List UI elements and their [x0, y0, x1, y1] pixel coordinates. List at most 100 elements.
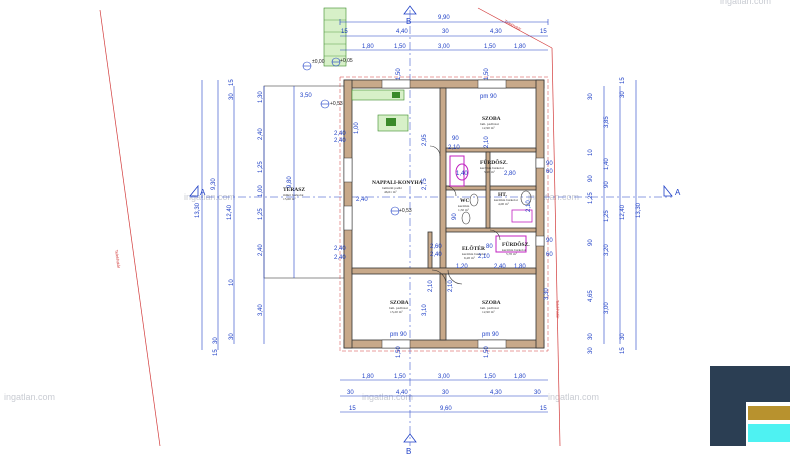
svg-text:30: 30: [588, 347, 594, 354]
level-marker: +0,53: [320, 99, 343, 109]
svg-text:2,60: 2,60: [430, 244, 442, 250]
room-ht: HT. kerámia burkolat 4,00 m²: [494, 192, 518, 207]
svg-text:1,50: 1,50: [394, 374, 406, 380]
svg-text:1,30: 1,30: [258, 91, 264, 103]
property-line-right: [477, 7, 553, 49]
svg-text:1,25: 1,25: [588, 192, 594, 204]
svg-text:2,80: 2,80: [504, 171, 516, 177]
svg-text:FÜRDÕSZ.: FÜRDÕSZ.: [502, 240, 530, 248]
svg-text:6,20 m²: 6,20 m²: [464, 256, 475, 261]
svg-text:2,95: 2,95: [422, 134, 428, 146]
svg-text:mûkõ burkolat: mûkõ burkolat: [283, 193, 304, 197]
svg-text:1,40: 1,40: [604, 158, 610, 170]
svg-text:3,00: 3,00: [438, 44, 450, 50]
room-szoba-ne: SZOBA lam. padlózat 12,90 m²: [480, 116, 501, 131]
svg-text:30: 30: [588, 93, 594, 100]
svg-text:pm 90: pm 90: [482, 332, 499, 338]
svg-text:pm 90: pm 90: [480, 94, 497, 100]
svg-text:90: 90: [604, 181, 610, 188]
level-marker: +0,53: [390, 206, 412, 216]
svg-text:SZOBA: SZOBA: [482, 300, 501, 306]
svg-text:2,40: 2,40: [258, 128, 264, 140]
svg-text:30: 30: [620, 333, 626, 340]
svg-text:±0,00: ±0,00: [312, 59, 325, 65]
watermark: ingatlan.com: [548, 392, 599, 402]
svg-text:30: 30: [347, 390, 354, 396]
svg-text:30: 30: [534, 390, 541, 396]
svg-text:90: 90: [588, 239, 594, 246]
svg-text:A: A: [200, 188, 206, 197]
level-marker: +0,05: [331, 57, 353, 67]
dim-chain-top: 9,90 15 4,40 30 4,30 15 1,80 1,50 3,00 1…: [339, 15, 549, 51]
svg-text:15: 15: [540, 406, 547, 412]
svg-text:kerámia: kerámia: [458, 204, 470, 208]
svg-text:1,50: 1,50: [484, 44, 496, 50]
svg-text:90: 90: [452, 136, 459, 142]
steps-lines: [324, 19, 346, 57]
level-marker: ±0,00: [302, 59, 325, 71]
section-marker-b-top: B: [403, 5, 417, 26]
property-line-left: [99, 9, 161, 447]
svg-text:1,50 m²: 1,50 m²: [458, 208, 469, 213]
svg-text:9,90: 9,90: [438, 15, 450, 21]
svg-text:lam. padlózat: lam. padlózat: [480, 122, 499, 126]
svg-text:10: 10: [588, 149, 594, 156]
svg-text:30: 30: [442, 390, 449, 396]
svg-text:kerámia burkolat: kerámia burkolat: [502, 248, 526, 252]
svg-text:1,80: 1,80: [362, 44, 374, 50]
svg-text:SZOBA: SZOBA: [390, 300, 409, 306]
svg-text:3,00: 3,00: [604, 302, 610, 314]
svg-text:3,30: 3,30: [544, 288, 550, 300]
watermark: ingatlan.com: [362, 392, 413, 402]
svg-text:15: 15: [620, 77, 626, 84]
windows: [343, 79, 545, 349]
watermark: ingatlan.com: [720, 0, 771, 6]
svg-text:1,40: 1,40: [456, 171, 468, 177]
svg-text:1,00: 1,00: [258, 185, 264, 197]
svg-text:2,40: 2,40: [334, 131, 346, 137]
svg-text:15: 15: [229, 79, 235, 86]
svg-text:30: 30: [588, 333, 594, 340]
svg-text:ELÕTÉR: ELÕTÉR: [462, 244, 486, 252]
svg-text:3,85: 3,85: [604, 116, 610, 128]
svg-text:WC: WC: [460, 198, 470, 204]
svg-text:2,75: 2,75: [422, 178, 428, 190]
svg-text:4,30: 4,30: [490, 390, 502, 396]
svg-text:15: 15: [349, 406, 356, 412]
svg-text:2,10: 2,10: [478, 254, 490, 260]
svg-text:2,40: 2,40: [494, 264, 506, 270]
svg-text:80: 80: [486, 244, 493, 250]
svg-text:1,25: 1,25: [604, 210, 610, 222]
svg-text:1,50: 1,50: [484, 374, 496, 380]
svg-text:B: B: [406, 17, 411, 26]
svg-text:NAPPALI-KONYHA: NAPPALI-KONYHA: [372, 180, 423, 186]
svg-text:13,30: 13,30: [195, 202, 201, 218]
svg-text:15: 15: [620, 347, 626, 354]
kitchen-counter: [351, 89, 405, 101]
svg-text:9,80: 9,80: [287, 176, 293, 188]
section-marker-b-bottom: B: [403, 433, 417, 456]
svg-text:1,25: 1,25: [258, 161, 264, 173]
svg-text:3,10: 3,10: [422, 304, 428, 316]
svg-text:2,10: 2,10: [448, 145, 460, 151]
svg-text:B: B: [406, 447, 411, 456]
svg-text:1,80: 1,80: [514, 44, 526, 50]
svg-text:90: 90: [452, 213, 458, 220]
svg-text:15: 15: [540, 29, 547, 35]
svg-text:30: 30: [620, 91, 626, 98]
property-line-right-lower: [551, 47, 561, 447]
svg-text:kerámia burkolat: kerámia burkolat: [480, 166, 504, 170]
sink: [386, 118, 396, 126]
svg-text:4,40: 4,40: [396, 390, 408, 396]
svg-text:30: 30: [442, 29, 449, 35]
property-line-label: Telekhatár: [555, 300, 561, 319]
svg-text:lam. padlózat: lam. padlózat: [480, 306, 499, 310]
room-wc: WC kerámia 1,50 m²: [458, 198, 470, 213]
watermark: ingatlan.com: [4, 392, 55, 402]
svg-text:1,50: 1,50: [484, 68, 490, 80]
svg-text:3,20: 3,20: [604, 244, 610, 256]
building-outline: [339, 76, 549, 352]
dim-chain-bottom: 1,80 1,50 3,00 1,50 1,80 30 4,40 30 4,30…: [340, 374, 548, 413]
svg-text:15: 15: [341, 29, 348, 35]
